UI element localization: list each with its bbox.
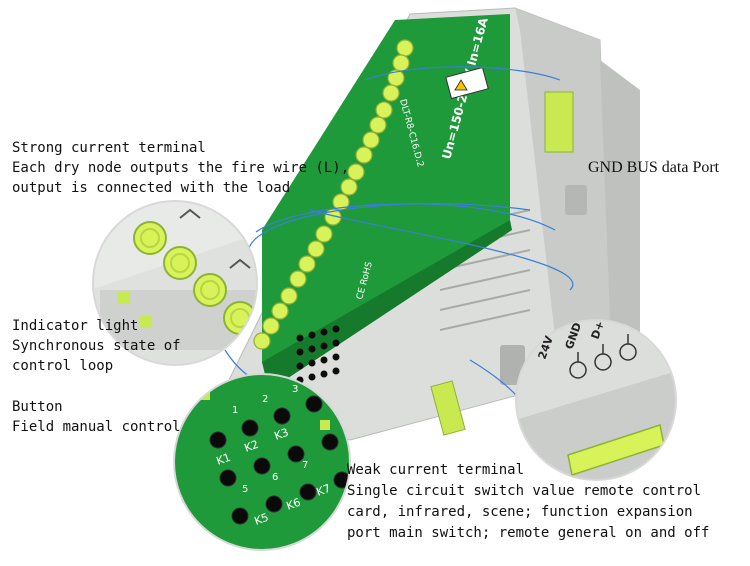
strong-terminal-line1: Each dry node outputs the fire wire (L), — [12, 160, 350, 176]
svg-text:K1: K1 — [215, 451, 233, 468]
svg-text:1: 1 — [232, 405, 238, 416]
svg-text:6: 6 — [272, 472, 278, 483]
weak-port — [430, 380, 466, 436]
callout-weak-terminal: Weak current terminal Single circuit swi… — [347, 460, 709, 544]
zoom-bus-port — [516, 320, 676, 480]
svg-text:K2: K2 — [243, 438, 261, 455]
strong-terminal-title: Strong current terminal — [12, 140, 206, 156]
gnd-bus-title: GND BUS data Port — [588, 159, 720, 176]
button-labels: K1 K2 K3 K5 K6 K7 1 2 3 5 6 7 — [215, 384, 333, 528]
svg-text:D+: D+ — [589, 319, 607, 341]
weak-terminal-line1: Single circuit switch value remote contr… — [347, 483, 702, 499]
weak-terminal-line3: port main switch; remote general on and … — [347, 525, 710, 541]
button-line1: Field manual control — [12, 419, 181, 435]
weak-terminal-title: Weak current terminal — [347, 462, 525, 478]
svg-text:K5: K5 — [253, 511, 271, 528]
svg-text:K7: K7 — [315, 482, 333, 499]
callout-strong-terminal: Strong current terminal Each dry node ou… — [12, 138, 349, 198]
zoom-terminals — [93, 201, 257, 365]
callout-gnd-bus: GND BUS data Port — [588, 158, 719, 178]
callout-indicator: Indicator light Synchronous state of con… — [12, 316, 181, 376]
svg-text:7: 7 — [302, 460, 308, 471]
indicator-line1: Synchronous state of — [12, 338, 181, 354]
button-title: Button — [12, 399, 63, 415]
svg-text:3: 3 — [292, 384, 298, 395]
callout-button: Button Field manual control — [12, 397, 181, 437]
svg-text:5: 5 — [242, 484, 248, 495]
strong-terminal-line2: output is connected with the load — [12, 180, 291, 196]
zoom-buttons — [174, 374, 350, 550]
svg-text:2: 2 — [262, 394, 268, 405]
indicator-title: Indicator light — [12, 318, 139, 334]
device-board: DLT-R8-C16.D.2 Un=150-240V In=16A CE RoH… — [262, 14, 512, 390]
warning-sticker — [445, 66, 489, 100]
indicator-line2: control loop — [12, 358, 114, 374]
svg-text:K6: K6 — [285, 496, 303, 513]
svg-text:K3: K3 — [273, 426, 291, 443]
weak-terminal-line2: card, infrared, scene; function expansio… — [347, 504, 693, 520]
terminal-column — [253, 39, 414, 350]
